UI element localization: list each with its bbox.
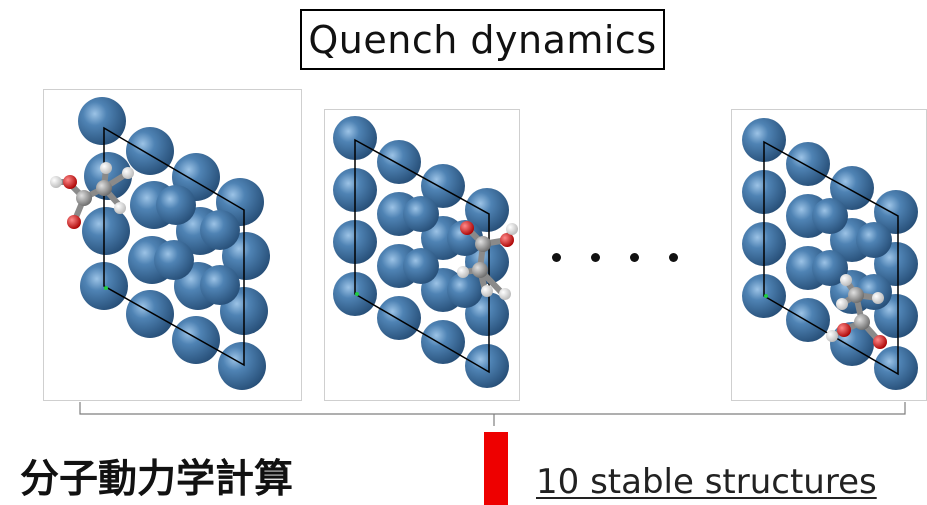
structure-2-svg bbox=[333, 116, 518, 388]
surface-atoms bbox=[333, 116, 509, 388]
unit-cell bbox=[763, 140, 899, 376]
stable-structures-label: 10 stable structures bbox=[536, 462, 877, 502]
structure-panel-2 bbox=[324, 109, 520, 401]
highlight-bar bbox=[484, 432, 508, 505]
unit-cell bbox=[354, 138, 490, 374]
structure-panel-1 bbox=[43, 89, 302, 401]
ellipsis bbox=[552, 253, 678, 262]
surface-atoms bbox=[742, 118, 918, 390]
title-text: Quench dynamics bbox=[308, 17, 657, 62]
structure-10-svg bbox=[742, 118, 918, 390]
unit-cell bbox=[103, 126, 245, 367]
structure-panel-10 bbox=[731, 109, 927, 401]
md-calculation-label: 分子動力学計算 bbox=[20, 457, 294, 502]
title-box: Quench dynamics bbox=[300, 9, 665, 70]
structure-1-svg bbox=[50, 97, 270, 390]
